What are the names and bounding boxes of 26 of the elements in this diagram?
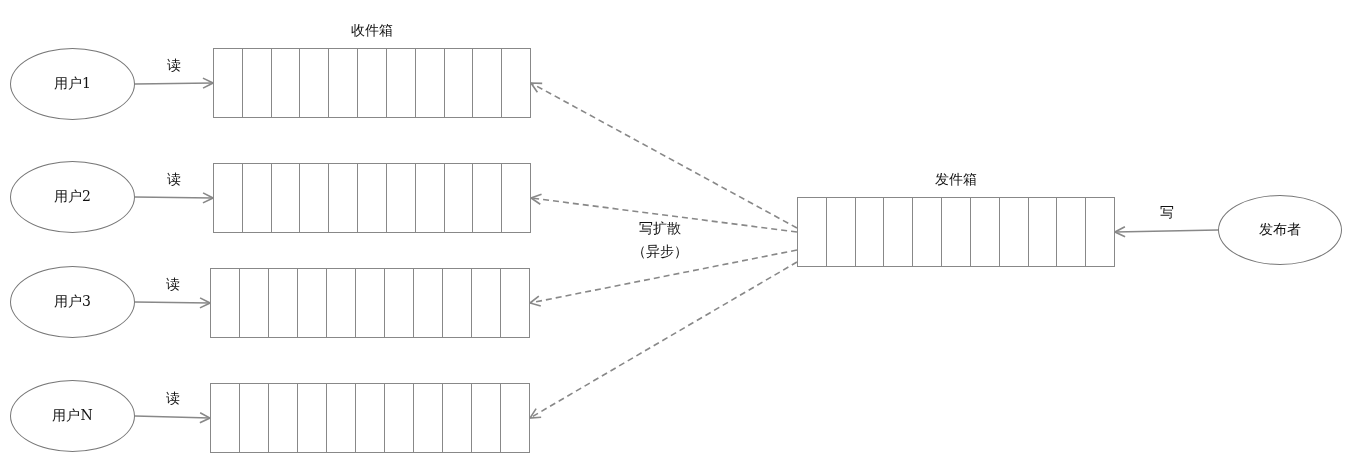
node-label: 用户N — [52, 407, 93, 425]
node-label: 用户2 — [54, 188, 91, 206]
edge-label: 写 — [1157, 204, 1176, 222]
edge-label: 读 — [165, 170, 183, 189]
edge-label: 读 — [163, 390, 182, 408]
edge-label: 读 — [165, 56, 183, 75]
arrow — [1114, 226, 1219, 238]
arrow — [134, 411, 211, 424]
queue-box — [210, 383, 530, 453]
node-label: 发布者 — [1259, 221, 1301, 239]
arrow — [530, 193, 798, 233]
arrow — [529, 249, 798, 307]
arrow — [134, 192, 214, 204]
node-label: 用户1 — [54, 75, 91, 93]
arrow — [530, 82, 798, 229]
queue-heading: 发件箱 — [935, 171, 977, 189]
fanout-note: （异步） — [632, 243, 688, 261]
arrow — [529, 261, 798, 419]
fanout-note: 写扩散 — [639, 220, 681, 238]
node-label: 用户3 — [54, 293, 91, 311]
queue-box — [213, 163, 531, 233]
edge-label: 读 — [163, 275, 182, 294]
queue-heading: 收件箱 — [351, 22, 393, 40]
arrow — [134, 77, 214, 89]
queue-box — [210, 268, 530, 338]
arrow — [134, 297, 211, 309]
